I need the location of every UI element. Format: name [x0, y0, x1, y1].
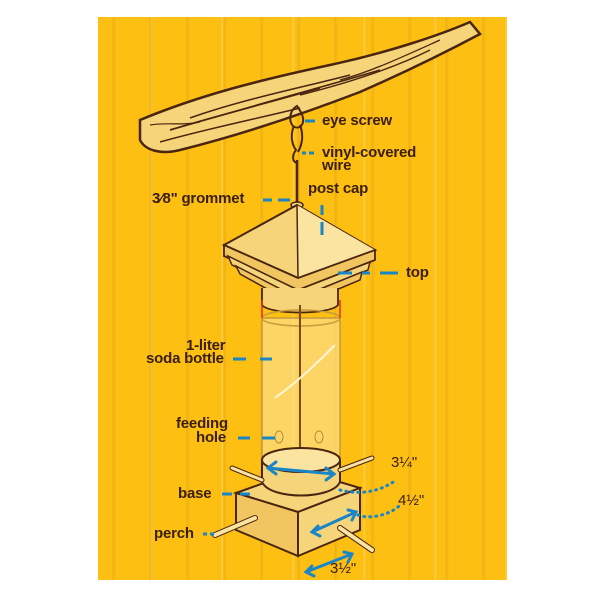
- tree-branch: [138, 20, 482, 154]
- feeder-base: [212, 447, 375, 558]
- dimension-arrows: [265, 460, 359, 578]
- label-grommet: 3⁄8" grommet: [152, 190, 245, 207]
- label-vinyl-covered-wire-line1: vinyl-covered: [322, 144, 417, 161]
- soda-bottle: [261, 300, 341, 462]
- dimension-base-length: 4½": [398, 492, 425, 509]
- label-post-cap: post cap: [308, 180, 369, 197]
- dotted-dimension-leaders: [338, 478, 402, 519]
- eye-screw-and-wire: [289, 104, 305, 209]
- label-eye-screw: eye screw: [322, 112, 392, 129]
- label-base: base: [178, 485, 212, 502]
- post-cap-top: [221, 203, 378, 314]
- label-perch: perch: [154, 525, 194, 542]
- label-vinyl-covered-wire-line2: wire: [322, 157, 352, 174]
- dimension-base-cylinder: 3¼": [391, 454, 418, 471]
- label-hole: hole: [196, 429, 227, 446]
- label-feeding: feeding: [176, 415, 228, 432]
- label-top: top: [406, 264, 429, 281]
- label-1-liter: 1-liter: [186, 337, 226, 354]
- label-soda-bottle: soda bottle: [146, 350, 224, 367]
- dimension-base-width: 3½": [330, 560, 357, 577]
- leader-lines: [203, 119, 398, 536]
